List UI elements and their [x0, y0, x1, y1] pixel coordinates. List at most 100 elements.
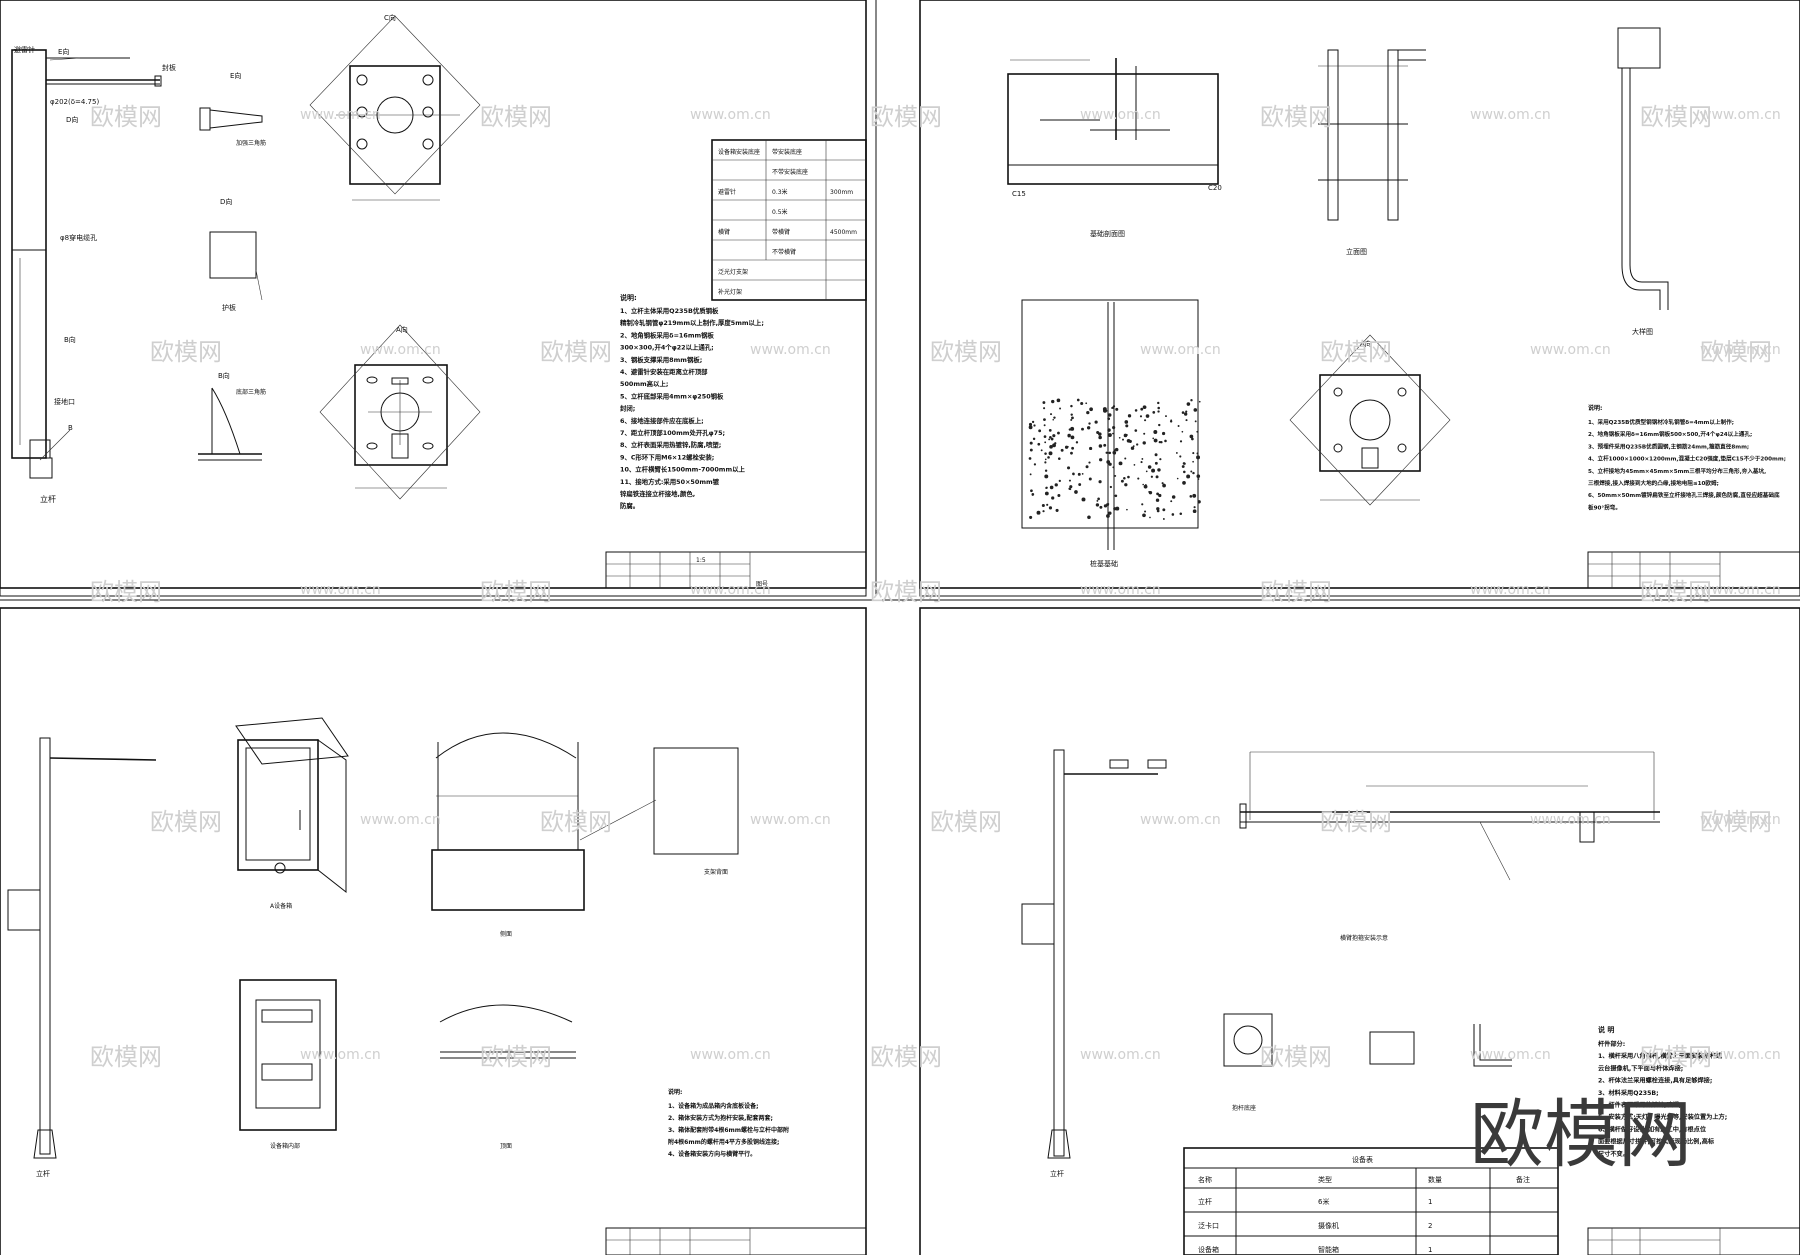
gravel-dot [1181, 430, 1184, 433]
gravel-dot [1155, 475, 1159, 479]
watermark-text: 欧模网 [930, 338, 1002, 366]
cabinet-interior-title: 设备箱内部 [270, 1142, 300, 1150]
gravel-dot [1044, 452, 1047, 455]
gravel-dot [1123, 477, 1126, 480]
sheet4-pole: 立杆 [1021, 749, 1167, 1178]
gravel-dot [1162, 508, 1166, 512]
gravel-dot [1045, 486, 1048, 489]
cabinet-a-title: A设备箱 [270, 902, 292, 910]
sheet1-c-view: C向 [309, 13, 481, 201]
gravel-dot [1194, 420, 1197, 423]
gravel-dot [1126, 438, 1131, 443]
watermark-text: 欧模网 [1320, 338, 1392, 366]
watermark-url: www.om.cn [1140, 812, 1221, 828]
gravel-dot [1078, 483, 1082, 486]
gravel-dot [1113, 451, 1116, 455]
gravel-dot [1059, 407, 1062, 410]
gravel-dot [1052, 418, 1055, 421]
gravel-dot [1158, 423, 1161, 427]
arm-install-title: 横臂抱箍安装示意 [1340, 934, 1388, 942]
sheet3-bracket-back: 支架背面 [579, 747, 739, 876]
gravel-dot [1125, 434, 1128, 437]
watermark-url: www.om.cn [690, 582, 771, 598]
equipment-table-title: 设备表 [1352, 1155, 1373, 1164]
base-detail-title: 抱杆底座 [1232, 1104, 1256, 1112]
gravel-dot [1112, 426, 1116, 430]
gravel-dot [1097, 497, 1100, 501]
gravel-dot [1185, 419, 1188, 422]
gravel-dot [1074, 490, 1078, 494]
gravel-dot [1158, 493, 1162, 498]
gravel-dot [1054, 483, 1058, 487]
b-view-title: B向 [218, 371, 230, 380]
gravel-dot [1057, 457, 1061, 460]
table-cell: 不带横臂 [772, 248, 796, 256]
note-line: 精制冷轧钢管φ219mm以上制作,厚度5mm以上; [620, 318, 764, 327]
note-line: 尺寸不变。 [1598, 1150, 1629, 1158]
gravel-dot [1050, 437, 1054, 441]
e-direction-label: E向 [58, 47, 69, 56]
note-line: 6、50mm×50mm镀锌扁铁至立杆接地孔三焊接,颜色防腐,直径应超基础底 [1588, 491, 1780, 499]
gravel-dot [1154, 461, 1158, 465]
gravel-dot [1179, 512, 1183, 516]
gravel-dot [1179, 455, 1182, 458]
note-line: 10、立杆横臂长1500mm-7000mm以上 [620, 465, 745, 474]
note-line: 4、避雷针安装在距离立杆顶部 [620, 367, 708, 376]
gravel-dot [1177, 425, 1180, 427]
note-line: 2、地角钢板采用δ=16mm钢板 [620, 330, 715, 339]
gravel-dot [1142, 483, 1145, 486]
sheet4-base-detail: 抱杆底座 [1223, 1013, 1512, 1112]
pile-foundation-title: 桩基基础 [1090, 559, 1118, 568]
gravel-dot [1144, 419, 1147, 422]
table-cell: 1 [1428, 1198, 1432, 1206]
watermark-text: 欧模网 [540, 808, 612, 836]
gravel-dot [1170, 500, 1173, 503]
note-line: 面要根据尺寸拼件,可按实际现场比例,高标 [1598, 1138, 1715, 1146]
gravel-dot [1162, 518, 1165, 520]
gravel-dot [1085, 465, 1089, 469]
sheet1-a-view: A向 [319, 324, 481, 500]
table-header: 类型 [1318, 1175, 1332, 1184]
gravel-dot [1157, 406, 1160, 410]
gravel-dot [1052, 443, 1056, 448]
gravel-dot [1054, 442, 1057, 445]
sheet1-e-view: E向 加强三角筋 [199, 71, 266, 147]
gravel-dot [1197, 478, 1200, 481]
gravel-dot [1184, 412, 1188, 416]
gravel-dot [1189, 495, 1193, 498]
gravel-dot [1111, 407, 1114, 409]
gravel-dot [1096, 500, 1099, 502]
note-line: 1、横杆采用八角锥杆,横臂上平面安装抱杆或 [1598, 1052, 1723, 1060]
gravel-dot [1196, 430, 1199, 433]
watermark-url: www.om.cn [1700, 582, 1781, 598]
gravel-dot [1115, 506, 1120, 511]
gravel-dot [1048, 506, 1053, 510]
c15-label: C15 [1012, 190, 1026, 198]
watermark-url: www.om.cn [300, 107, 381, 123]
gravel-dot [1181, 411, 1185, 414]
gravel-dot [1107, 417, 1111, 421]
sheet3-cabinet: A设备箱 [235, 717, 349, 910]
watermark-url: www.om.cn [1470, 1047, 1551, 1063]
gravel-dot [1154, 453, 1158, 457]
gravel-dot [1162, 483, 1166, 488]
gravel-dot [1081, 497, 1086, 502]
watermark-url: www.om.cn [1470, 582, 1551, 598]
gravel-dot [1149, 516, 1151, 519]
note-line: 附4根6mm的螺杆用4平方多股铜线连接; [668, 1138, 779, 1146]
elevation-title: 立面图 [1346, 247, 1367, 256]
note-line: 300×300,开4个φ22以上通孔; [620, 343, 714, 352]
gravel-dot [1051, 496, 1055, 500]
gravel-dot [1141, 458, 1144, 460]
watermark-url: www.om.cn [1140, 342, 1221, 358]
gravel-dot [1056, 398, 1061, 403]
gravel-dot [1112, 466, 1115, 469]
sheet4-notes-title: 说 明 [1598, 1025, 1614, 1034]
gravel-dot [1048, 438, 1051, 441]
watermark-url: www.om.cn [1700, 1047, 1781, 1063]
gravel-dot [1157, 410, 1160, 413]
gravel-dot [1176, 477, 1179, 480]
gravel-dot [1038, 429, 1042, 433]
